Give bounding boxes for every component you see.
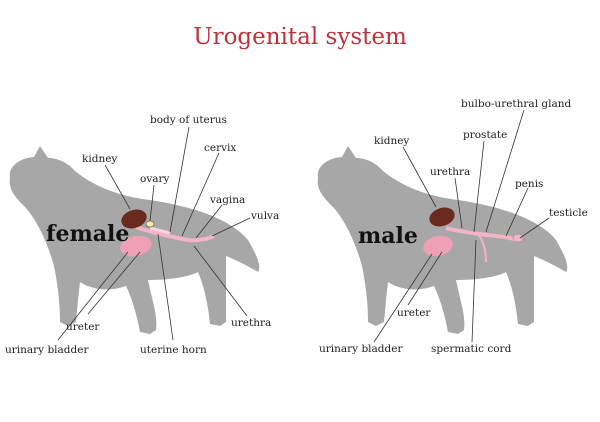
leader-ureter-m xyxy=(407,251,443,306)
label-kidney-female: kidney xyxy=(82,153,117,165)
leader-urinary-bladder-f xyxy=(57,251,129,341)
female-label: female xyxy=(46,221,129,247)
male-label: male xyxy=(358,223,418,249)
label-urethra-male: urethra xyxy=(430,166,470,178)
label-prostate: prostate xyxy=(463,129,507,141)
female-diagram: female kidney ovary body of uterus cervi… xyxy=(5,114,279,356)
leader-penis xyxy=(505,187,529,237)
label-urethra-female: urethra xyxy=(231,317,271,329)
label-urinary-bladder-male: urinary bladder xyxy=(319,343,403,355)
spermatic-cord-shape xyxy=(475,231,487,263)
diagram-title: Urogenital system xyxy=(193,24,407,50)
male-diagram: male kidney urethra prostate bulbo-ureth… xyxy=(317,98,588,355)
leader-vagina xyxy=(195,204,223,239)
label-vagina: vagina xyxy=(209,194,245,206)
uterine-horn-shape xyxy=(149,226,171,235)
leader-testicle xyxy=(519,217,550,239)
female-kidney-shape xyxy=(121,209,147,229)
leader-body-of-uterus xyxy=(169,126,190,233)
female-reproductive-tract xyxy=(135,225,215,243)
label-body-of-uterus: body of uterus xyxy=(150,114,227,126)
leader-cervix xyxy=(181,152,220,237)
male-urethra-tract xyxy=(445,226,517,242)
leader-bulbo-urethral-gland xyxy=(485,109,525,233)
leader-urinary-bladder-m xyxy=(373,253,433,343)
label-bulbo-urethral-gland: bulbo-urethral gland xyxy=(461,98,571,110)
leader-ureter-f xyxy=(87,251,141,315)
leader-prostate xyxy=(473,140,485,233)
label-testicle: testicle xyxy=(549,207,588,219)
male-kidney-shape xyxy=(429,207,455,227)
label-urinary-bladder-female: urinary bladder xyxy=(5,344,89,356)
label-ureter-female: ureter xyxy=(66,321,100,333)
leader-kidney-f xyxy=(104,164,131,210)
label-vulva: vulva xyxy=(250,210,279,222)
label-penis: penis xyxy=(515,178,543,190)
label-kidney-male: kidney xyxy=(374,135,409,147)
label-cervix: cervix xyxy=(204,142,236,154)
female-bladder-shape xyxy=(120,235,152,257)
leader-spermatic-cord xyxy=(471,239,477,343)
label-ovary: ovary xyxy=(140,173,170,185)
leader-urethra-m xyxy=(454,177,463,229)
male-bladder-shape xyxy=(423,235,453,257)
testicle-shape xyxy=(512,233,524,243)
label-spermatic-cord: spermatic cord xyxy=(431,343,512,355)
label-ureter-male: ureter xyxy=(397,307,431,319)
leader-vulva xyxy=(211,217,251,237)
leader-kidney-m xyxy=(402,146,437,208)
leader-urethra-f xyxy=(193,245,248,317)
leader-ovary xyxy=(149,184,155,222)
label-uterine-horn: uterine horn xyxy=(140,344,207,356)
leader-uterine-horn xyxy=(157,233,174,341)
ovary-shape xyxy=(145,220,155,228)
